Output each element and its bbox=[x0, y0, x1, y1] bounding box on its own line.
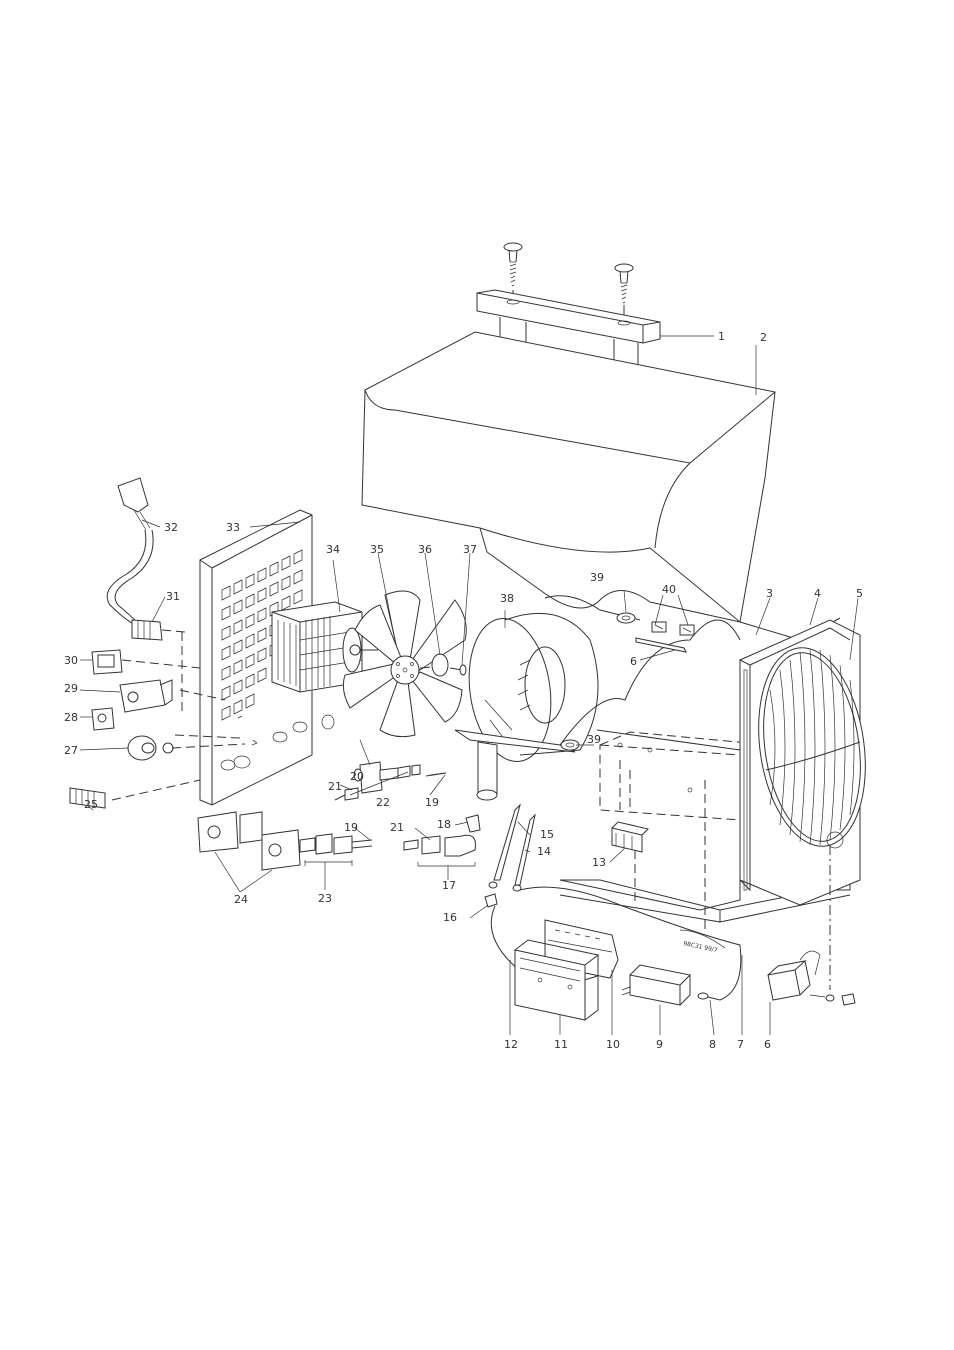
drawing-ref-text: 98C31 99/7 bbox=[683, 940, 719, 954]
part-label-17: 17 bbox=[442, 879, 456, 892]
switch-30 bbox=[91, 649, 201, 675]
part-label-4: 4 bbox=[814, 587, 821, 600]
motor bbox=[271, 601, 378, 693]
part-label-33: 33 bbox=[226, 521, 240, 534]
fan-blade bbox=[342, 590, 467, 738]
control-box-11 bbox=[514, 939, 600, 1021]
button-28 bbox=[91, 707, 115, 731]
part-label-30: 30 bbox=[64, 654, 78, 667]
part-label-9: 9 bbox=[656, 1038, 663, 1051]
rear-panel bbox=[199, 509, 335, 806]
part-label-6: 6 bbox=[764, 1038, 771, 1051]
part-label-5: 5 bbox=[856, 587, 863, 600]
part-label-25: 25 bbox=[84, 798, 98, 811]
top-cover bbox=[361, 331, 776, 623]
part-label-15: 15 bbox=[540, 828, 554, 841]
washer-39-top bbox=[616, 612, 636, 624]
cable-end-8 bbox=[697, 992, 709, 1000]
cable-gland-31 bbox=[131, 619, 186, 641]
part-label-19: 19 bbox=[425, 796, 439, 809]
part-label-3: 3 bbox=[766, 587, 773, 600]
part-label-21: 21 bbox=[328, 780, 342, 793]
relay-9 bbox=[621, 964, 692, 1006]
part-label-28: 28 bbox=[64, 711, 78, 724]
part-label-31: 31 bbox=[166, 590, 180, 603]
part-label-35: 35 bbox=[370, 543, 384, 556]
rear-panel-slots bbox=[221, 549, 303, 721]
part-label-21: 21 bbox=[390, 821, 404, 834]
part-label-27: 27 bbox=[64, 744, 78, 757]
part-label-6: 6 bbox=[630, 655, 637, 668]
connectors-40 bbox=[651, 621, 695, 636]
nozzle-18 bbox=[465, 814, 481, 833]
heater-body bbox=[539, 589, 851, 923]
part-label-10: 10 bbox=[606, 1038, 620, 1051]
part-label-8: 8 bbox=[709, 1038, 716, 1051]
part-label-37: 37 bbox=[463, 543, 477, 556]
part-label-32: 32 bbox=[164, 521, 178, 534]
part-label-14: 14 bbox=[537, 845, 551, 858]
part-label-7: 7 bbox=[737, 1038, 744, 1051]
connector-25 bbox=[69, 779, 201, 809]
part-label-40: 40 bbox=[662, 583, 676, 596]
thermostat-probe-6 bbox=[635, 637, 687, 653]
part-label-18: 18 bbox=[437, 818, 451, 831]
part-label-29: 29 bbox=[64, 682, 78, 695]
part-label-39: 39 bbox=[590, 571, 604, 584]
thermostat-6-lower bbox=[767, 950, 856, 1006]
part-label-22: 22 bbox=[376, 796, 390, 809]
clip-16 bbox=[484, 893, 498, 908]
leader-lines bbox=[79, 335, 859, 1036]
part-label-19: 19 bbox=[344, 821, 358, 834]
terminal-block bbox=[611, 821, 649, 853]
knob-27 bbox=[127, 735, 246, 761]
part-label-16: 16 bbox=[443, 911, 457, 924]
alignment-lines bbox=[174, 632, 706, 930]
solenoid-valves-24 bbox=[197, 811, 301, 871]
part-label-39: 39 bbox=[587, 733, 601, 746]
part-label-36: 36 bbox=[418, 543, 432, 556]
part-label-34: 34 bbox=[326, 543, 340, 556]
combustion-chamber bbox=[454, 595, 641, 801]
part-label-13: 13 bbox=[592, 856, 606, 869]
part-label-1: 1 bbox=[718, 330, 725, 343]
power-cord-32 bbox=[106, 477, 154, 629]
part-label-20: 20 bbox=[350, 770, 364, 783]
electrodes bbox=[488, 803, 536, 892]
gas-fittings bbox=[299, 761, 476, 857]
fan-grille bbox=[758, 647, 866, 990]
part-label-2: 2 bbox=[760, 331, 767, 344]
part-label-23: 23 bbox=[318, 892, 332, 905]
part-label-12: 12 bbox=[504, 1038, 518, 1051]
part-label-24: 24 bbox=[234, 893, 248, 906]
part-label-11: 11 bbox=[554, 1038, 568, 1051]
part-label-38: 38 bbox=[500, 592, 514, 605]
gas-valve-29 bbox=[119, 679, 173, 713]
